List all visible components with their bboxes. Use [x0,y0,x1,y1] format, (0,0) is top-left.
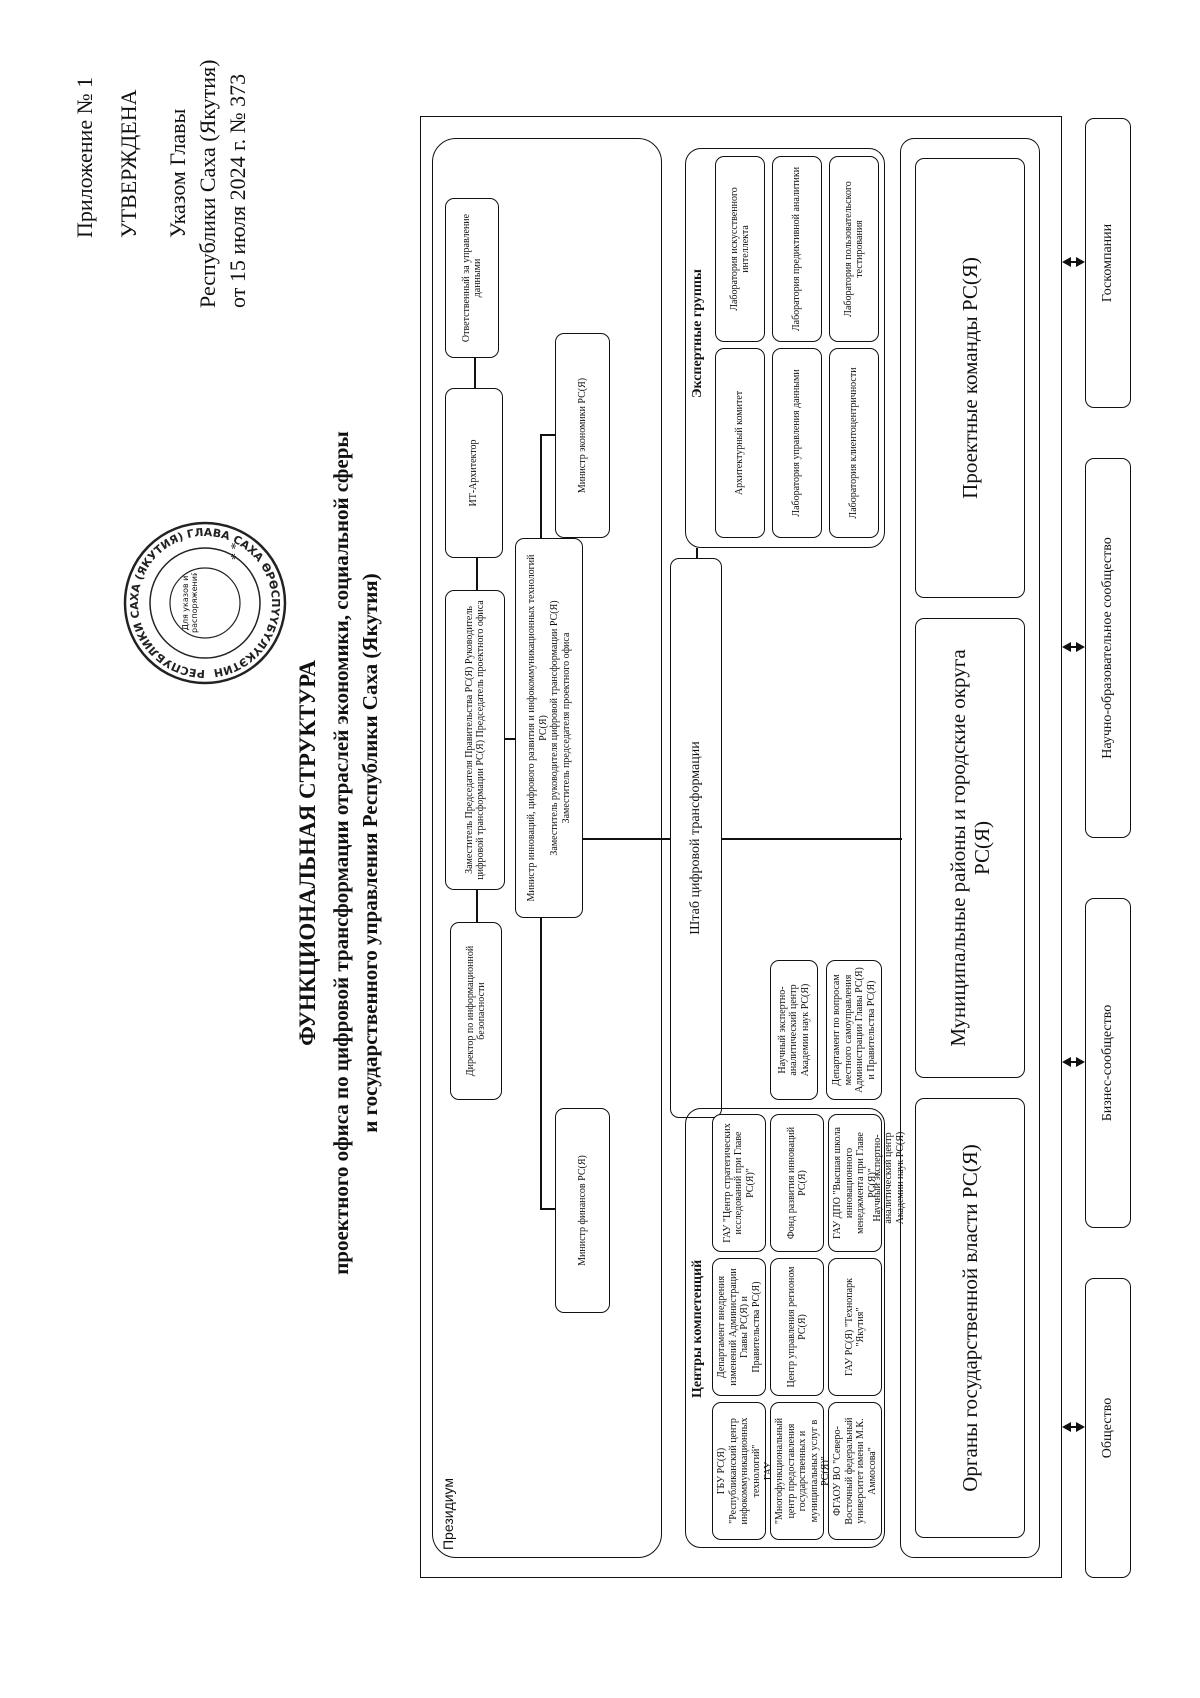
conn-innov-econ-h [540,436,542,538]
external-business[interactable]: Бизнес-сообщество [1085,898,1131,1228]
municipal-box[interactable]: Муниципальные районы и городские округа … [915,618,1025,1078]
data-officer-box[interactable]: Ответственный за управление данными [445,198,499,358]
conn-hq-down [722,838,902,840]
title-line1: ФУНКЦИОНАЛЬНАЯ СТРУКТУРА [295,660,320,1046]
svg-text:* *: * * [229,543,244,561]
conn-deputy-innov [505,738,515,740]
presidium-label: Президиум [440,1477,456,1550]
conn-innov-fin [540,1208,555,1210]
arrowhead-science-up [1062,642,1071,652]
conn-presidium-hq [583,838,670,840]
conn-hq-right [696,548,698,558]
arrowhead-goscompanies-up [1062,257,1071,267]
competence-item-11-box[interactable]: Департамент по вопросам местного самоупр… [826,960,882,1100]
arrowhead-society-down [1076,1422,1085,1432]
minister-innovation-line3: Заместитель председателя проектного офис… [560,632,572,824]
infosec-director-box[interactable]: Директор по информационной безопасности [450,922,502,1100]
decree-line1: Указом Главы [165,108,191,238]
minister-innovation-line2: Заместитель руководителя цифровой трансф… [549,600,560,856]
conn-infosec-deputy [476,890,478,922]
hq-box[interactable]: Штаб цифровой трансформации [670,558,722,1118]
expert-item-5[interactable]: Лаборатория клиентоцентричности [829,348,879,538]
title-block: ФУНКЦИОНАЛЬНАЯ СТРУКТУРА проектного офис… [295,278,383,1428]
minister-innovation-line1: Министр инноваций, цифрового развития и … [526,554,549,902]
competence-item-4[interactable]: ГАУ "Многофункциональный центр предостав… [763,1402,831,1540]
expert-item-3[interactable]: Лаборатория управления данными [772,348,822,538]
competence-item-3[interactable]: ГАУ "Центр стратегических исследований п… [712,1114,766,1252]
conn-innov-econ [540,434,555,436]
decree-line2: Республики Саха (Якутия) [195,59,221,309]
minister-finance-box[interactable]: Министр финансов РС(Я) [555,1108,610,1313]
competence-item-2[interactable]: Департамент внедрения изменений Админист… [712,1258,766,1396]
title-line3: и государственного управления Республики… [358,573,382,1133]
organs-box[interactable]: Органы государственной власти РС(Я) [915,1098,1025,1538]
conn-it-data [474,358,476,388]
competence-title: Центры компетенций [690,1259,705,1398]
official-seal: РЕСПУБЛИКИ САХА (ЯКУТИЯ) ГЛАВА САХА ӨРӨС… [120,521,287,688]
competence-item-7[interactable]: ФГАОУ ВО "Северо-Восточный федеральный у… [828,1402,882,1540]
competence-item-10-box[interactable]: Научный экспертно-аналитический центр Ак… [770,960,818,1100]
conn-deputy-it [476,558,478,590]
arrowhead-business-up [1062,1057,1071,1067]
arrowhead-society-up [1062,1422,1071,1432]
project-teams-box[interactable]: Проектные команды РС(Я) [915,158,1025,598]
expert-item-2[interactable]: Лаборатория искусственного интеллекта [715,156,765,342]
expert-item-6[interactable]: Лаборатория пользовательского тестирован… [829,156,879,342]
it-architect-box[interactable]: ИТ-Архитектор [445,388,503,558]
minister-innovation-box[interactable]: Министр инноваций, цифрового развития и … [515,538,583,918]
expert-item-4[interactable]: Лаборатория предиктивной аналитики [772,156,822,342]
approved-label: УТВЕРЖДЕНА [115,89,141,238]
arrowhead-business-down [1076,1057,1085,1067]
competence-item-8[interactable]: ГАУ РС(Я) "Технопарк "Якутия" [828,1258,882,1396]
expert-title: Экспертные группы [690,269,705,398]
seal-center-text: Для указов и распоряжений [182,573,199,633]
conn-innov-fin-h [540,918,542,1210]
competence-item-5[interactable]: Центр управления регионом РС(Я) [770,1258,824,1396]
appendix-label: Приложение № 1 [72,76,97,238]
competence-item-6[interactable]: Фонд развития инноваций РС(Я) [770,1114,824,1252]
competence-item-10-visible[interactable]: Научный экспертно-аналитический центр Ак… [872,1108,906,1248]
external-science[interactable]: Научно-образовательное сообщество [1085,458,1131,838]
arrowhead-science-down [1076,642,1085,652]
competence-item-1[interactable]: ГБУ РС(Я) "Республиканский центр инфоком… [712,1402,766,1540]
expert-item-1[interactable]: Архитектурный комитет [715,348,765,538]
decree-line3: от 15 июля 2024 г. № 373 [224,73,250,308]
arrowhead-goscompanies-down [1076,257,1085,267]
deputy-chair-box[interactable]: Заместитель Председателя Правительства Р… [445,590,505,890]
header-block: Приложение № 1 УТВЕРЖДЕНА Указом Главы Р… [70,28,330,368]
external-society[interactable]: Общество [1085,1278,1131,1578]
external-goscompanies[interactable]: Госкомпании [1085,118,1131,408]
minister-economy-box[interactable]: Министр экономики РС(Я) [555,333,610,538]
title-line2: проектного офиса по цифровой трансформац… [329,431,353,1275]
